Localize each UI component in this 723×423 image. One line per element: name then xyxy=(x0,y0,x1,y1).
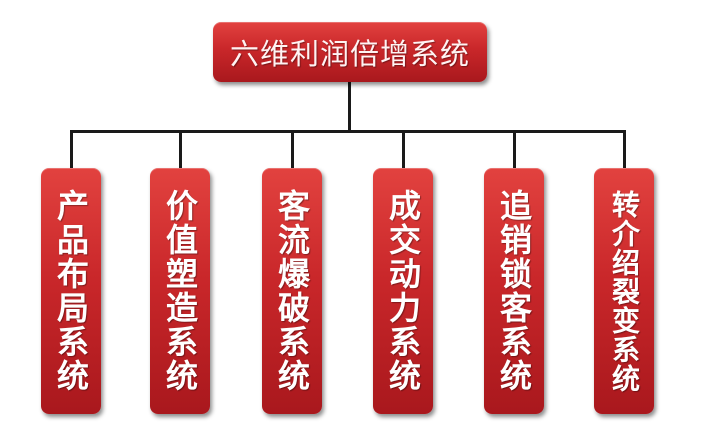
child-node-deal-drive: 成交动力系统 xyxy=(373,168,433,414)
child-node-traffic-burst: 客流爆破系统 xyxy=(262,168,322,414)
root-node: 六维利润倍增系统 xyxy=(213,22,487,82)
root-node-label: 六维利润倍增系统 xyxy=(229,37,470,71)
branch-line-4 xyxy=(402,130,405,168)
branch-line-2 xyxy=(179,130,182,168)
child-node-label: 成交动力系统 xyxy=(384,189,422,393)
child-node-label: 追销锁客系统 xyxy=(495,189,533,393)
child-node-label: 转介绍裂变系统 xyxy=(608,189,641,393)
branch-line-6 xyxy=(623,130,626,168)
child-node-referral-fission: 转介绍裂变系统 xyxy=(594,168,654,414)
branch-line-5 xyxy=(513,130,516,168)
child-node-product-layout: 产品布局系统 xyxy=(41,168,101,414)
child-node-value-shaping: 价值塑造系统 xyxy=(150,168,210,414)
horizontal-bus-line xyxy=(70,130,626,133)
branch-line-1 xyxy=(70,130,73,168)
branch-line-3 xyxy=(291,130,294,168)
child-node-label: 产品布局系统 xyxy=(52,189,90,393)
root-stem-line xyxy=(348,82,351,132)
child-node-upsell-retention: 追销锁客系统 xyxy=(484,168,544,414)
child-node-label: 客流爆破系统 xyxy=(273,189,311,393)
child-node-label: 价值塑造系统 xyxy=(161,189,199,393)
